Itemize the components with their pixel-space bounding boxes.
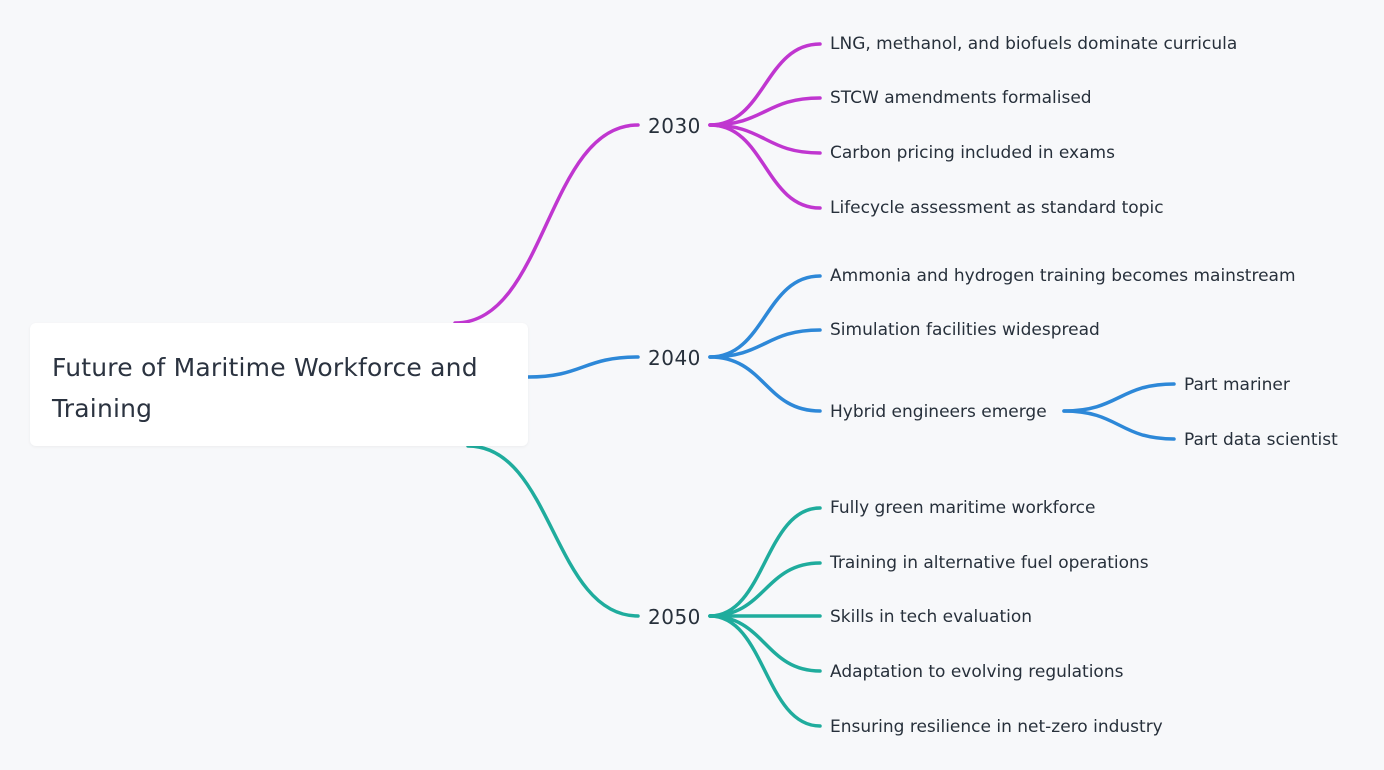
connector-root-2050 bbox=[466, 444, 640, 618]
leaf-stcw-amendments[interactable]: STCW amendments formalised bbox=[830, 88, 1092, 108]
leaf-carbon-pricing[interactable]: Carbon pricing included in exams bbox=[830, 143, 1115, 163]
leaf-evolving-regulations[interactable]: Adaptation to evolving regulations bbox=[830, 662, 1124, 682]
branch-2030[interactable]: 2030 bbox=[648, 114, 701, 138]
connector-root-2040 bbox=[526, 355, 640, 379]
leaf-hybrid-engineers[interactable]: Hybrid engineers emerge bbox=[830, 402, 1047, 422]
connector-2050-leaf-2 bbox=[708, 561, 822, 618]
connector-2040-leaf-3 bbox=[708, 355, 822, 413]
leaf-part-data-scientist[interactable]: Part data scientist bbox=[1184, 430, 1338, 450]
leaf-lng-curricula[interactable]: LNG, methanol, and biofuels dominate cur… bbox=[830, 34, 1238, 54]
leaf-lifecycle-assessment[interactable]: Lifecycle assessment as standard topic bbox=[830, 198, 1164, 218]
root-node[interactable]: Future of Maritime Workforce and Trainin… bbox=[30, 323, 528, 446]
leaf-green-workforce[interactable]: Fully green maritime workforce bbox=[830, 498, 1096, 518]
leaf-tech-evaluation[interactable]: Skills in tech evaluation bbox=[830, 607, 1033, 627]
connector-hybrid-data-scientist bbox=[1062, 409, 1176, 441]
connector-2030-leaf-4 bbox=[708, 123, 822, 210]
connector-2030-leaf-1 bbox=[708, 42, 822, 127]
connector-root-2030 bbox=[453, 123, 640, 325]
branch-2050[interactable]: 2050 bbox=[648, 605, 701, 629]
connector-2050-leaf-1 bbox=[708, 506, 822, 618]
leaf-alt-fuel-operations[interactable]: Training in alternative fuel operations bbox=[830, 553, 1149, 573]
root-title: Future of Maritime Workforce and Trainin… bbox=[52, 353, 478, 423]
connector-hybrid-mariner bbox=[1062, 382, 1176, 413]
leaf-simulation-facilities[interactable]: Simulation facilities widespread bbox=[830, 320, 1100, 340]
connector-2030-leaf-2 bbox=[708, 96, 822, 127]
connector-2050-leaf-5 bbox=[708, 614, 822, 728]
leaf-net-zero-resilience[interactable]: Ensuring resilience in net-zero industry bbox=[830, 717, 1163, 737]
connector-2050-leaf-4 bbox=[708, 614, 822, 673]
leaf-ammonia-hydrogen[interactable]: Ammonia and hydrogen training becomes ma… bbox=[830, 266, 1296, 286]
connector-2040-leaf-2 bbox=[708, 328, 822, 359]
connector-2040-leaf-1 bbox=[708, 274, 822, 359]
leaf-part-mariner[interactable]: Part mariner bbox=[1184, 375, 1290, 395]
branch-2040[interactable]: 2040 bbox=[648, 346, 701, 370]
